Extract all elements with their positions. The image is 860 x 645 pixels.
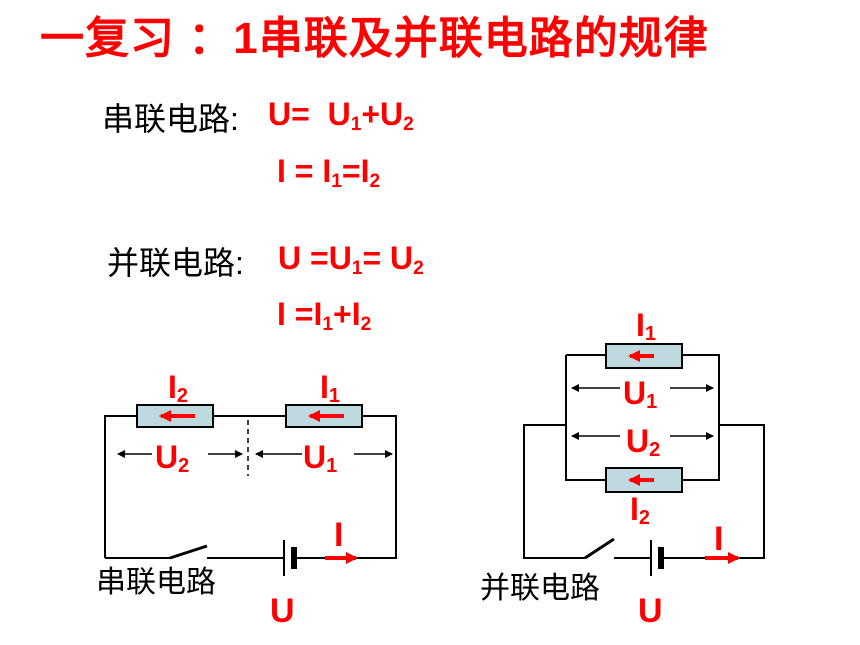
series-label-u2: U2	[155, 439, 189, 477]
parallel-current-equation: I =I1+I2	[277, 296, 372, 335]
series-label-current: I	[334, 516, 343, 554]
series-label-i1: I1	[320, 369, 340, 407]
parallel-caption: 并联电路	[480, 572, 600, 605]
series-voltage-equation: U= U1+U2	[268, 96, 414, 135]
parallel-outer-wire-left	[523, 424, 585, 559]
series-current-equation: I = I1=I2	[277, 153, 381, 192]
parallel-label-i1: I1	[636, 307, 656, 345]
page-title: 一复习 ：1串联及并联电路的规律	[40, 14, 709, 63]
parallel-label-source: U	[638, 592, 663, 630]
series-circuit: I2 I1 U2 U1 I U 串联电路	[96, 369, 397, 630]
parallel-label-u2: U2	[626, 423, 660, 461]
parallel-voltage-equation: U =U1= U2	[278, 240, 424, 279]
series-rule-label: 串联电路:	[102, 101, 239, 137]
series-switch[interactable]	[169, 544, 208, 560]
series-label-source: U	[270, 592, 295, 630]
parallel-inner-loop	[565, 354, 720, 481]
parallel-label-current: I	[714, 520, 723, 558]
parallel-label-i2: I2	[630, 491, 650, 529]
series-label-i2: I2	[168, 369, 188, 407]
series-wire	[104, 415, 397, 559]
series-label-u1: U1	[303, 439, 337, 477]
parallel-label-u1: U1	[623, 375, 657, 413]
series-caption: 串联电路	[96, 566, 216, 599]
parallel-circuit: I1 I2 U1 U2 I U 并联电路	[480, 307, 765, 630]
parallel-switch[interactable]	[584, 537, 615, 560]
parallel-rule-label: 并联电路:	[107, 245, 244, 281]
